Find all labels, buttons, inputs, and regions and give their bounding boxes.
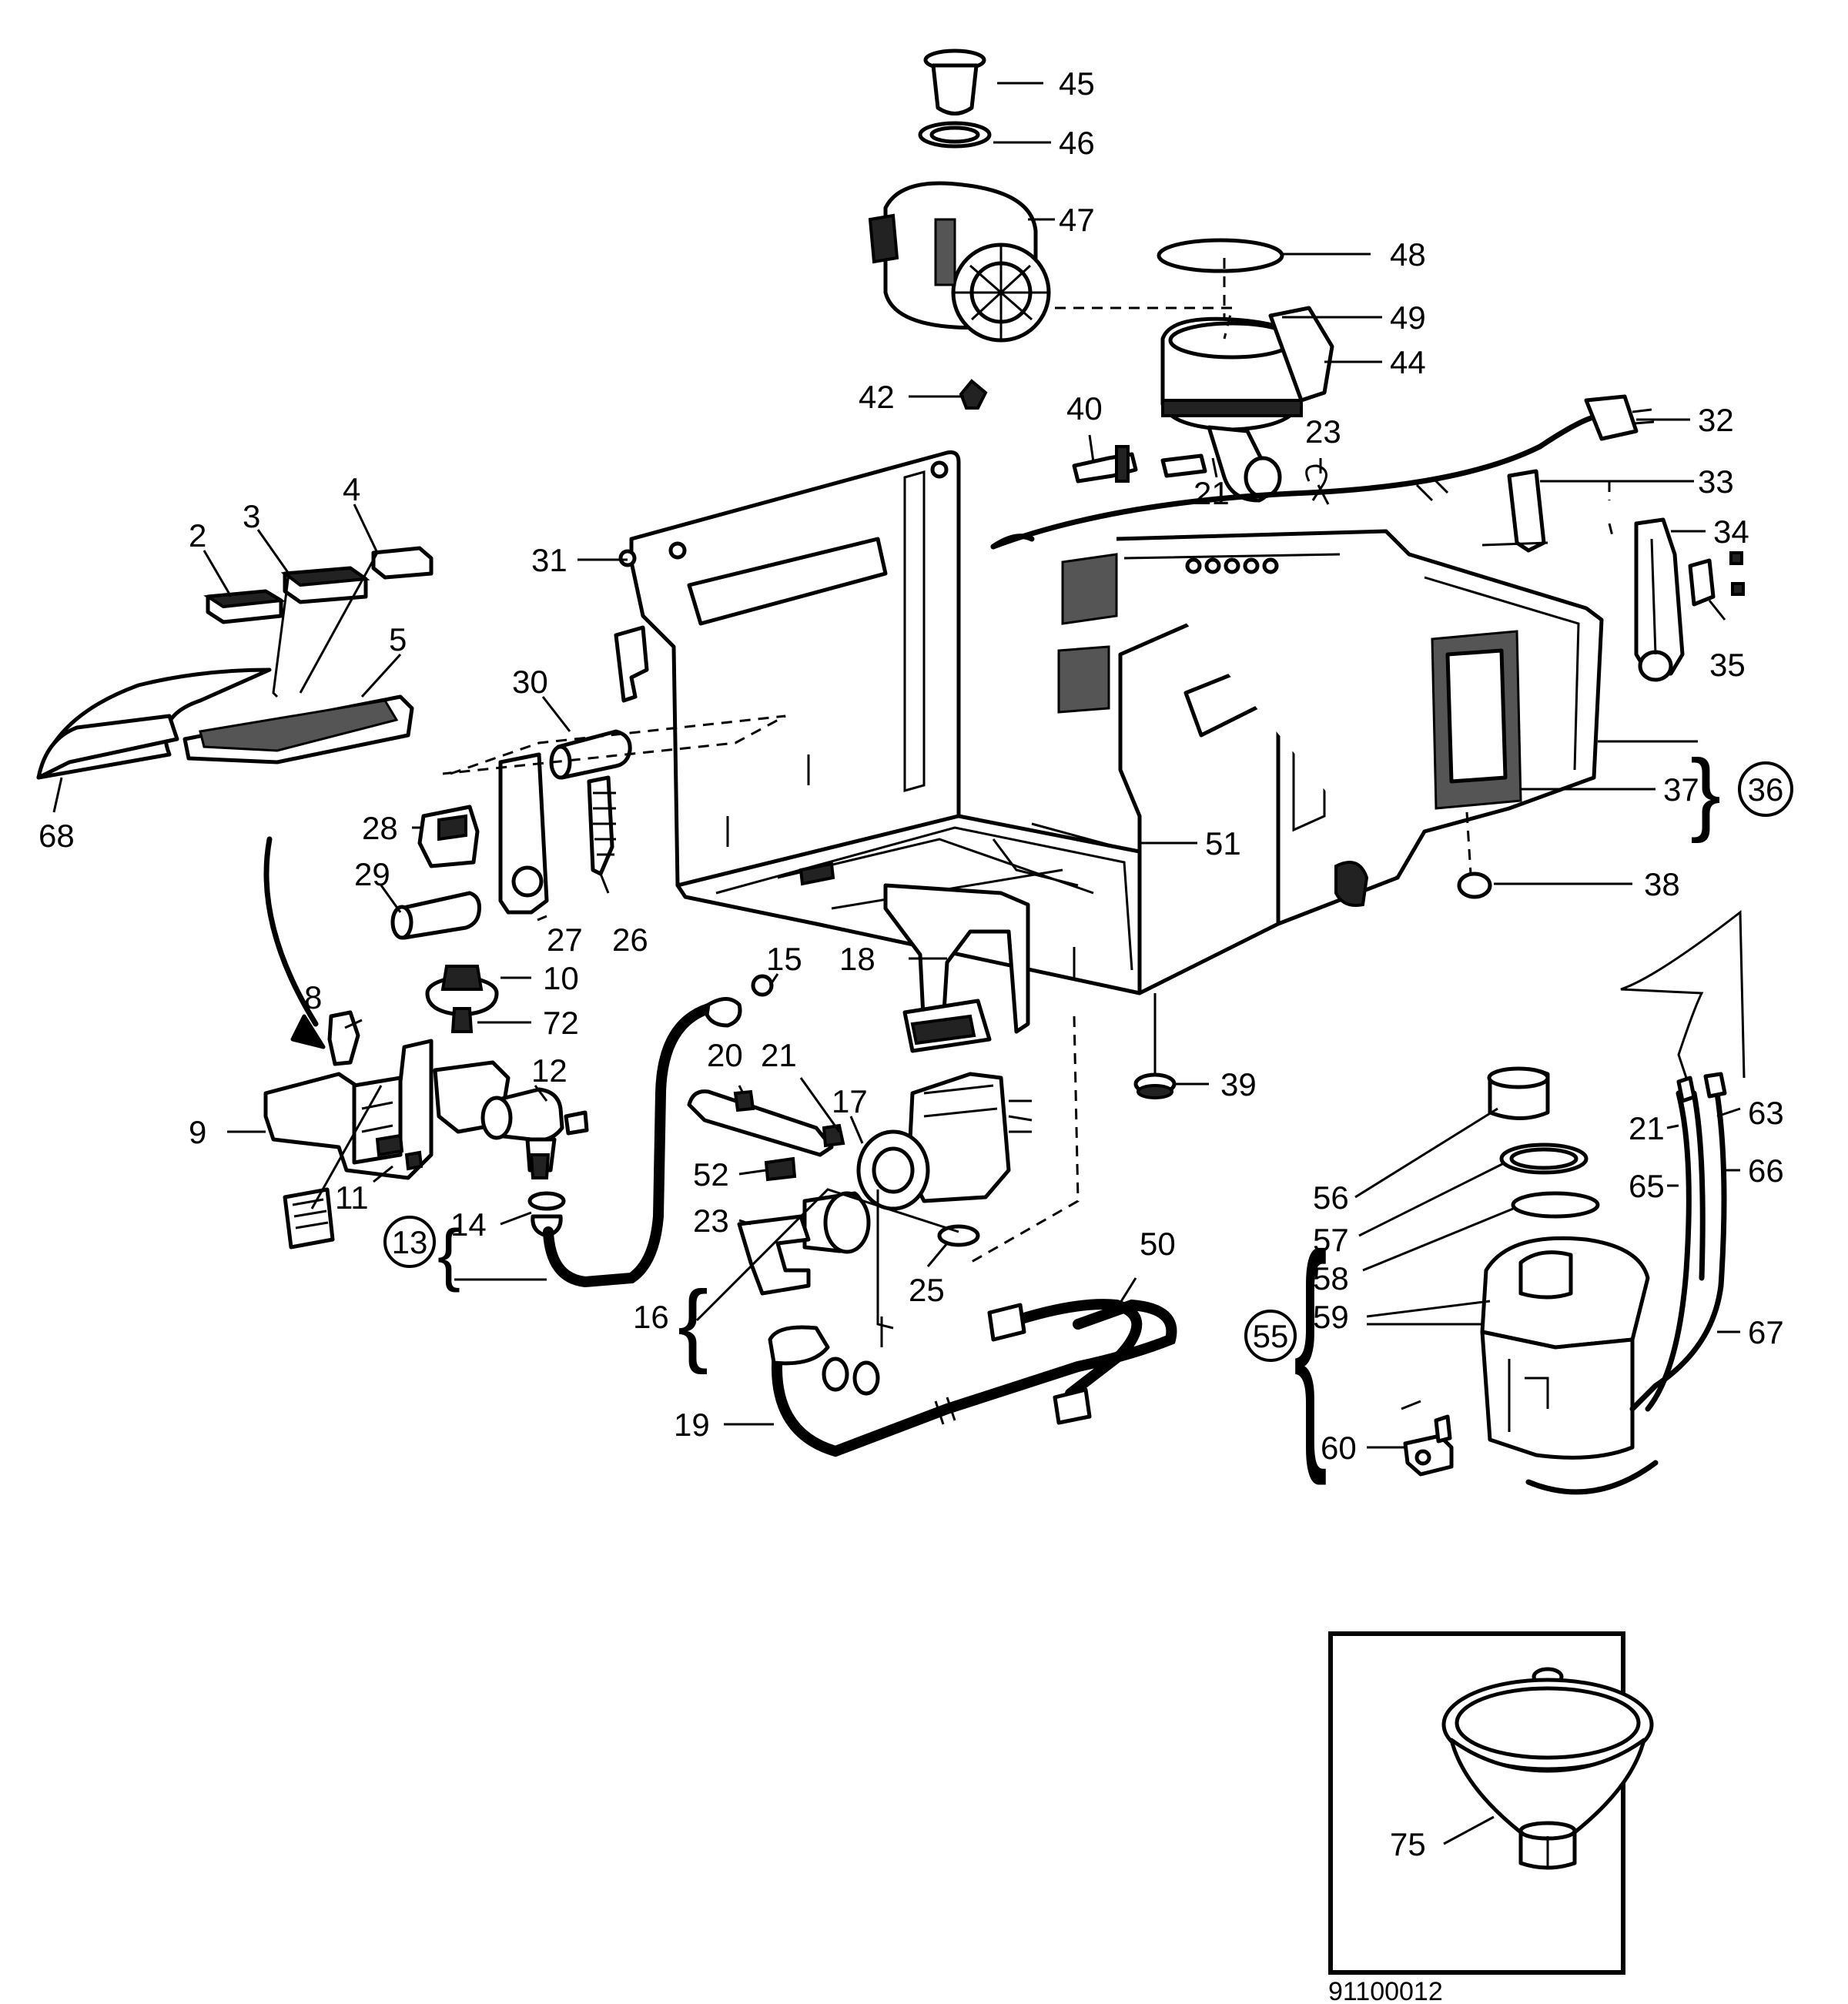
leader-lines	[52, 82, 1741, 1845]
label-3: 3	[243, 498, 260, 534]
label-31: 31	[531, 542, 567, 578]
label-48: 48	[1390, 236, 1426, 273]
label-34: 34	[1713, 514, 1749, 550]
label-39: 39	[1220, 1066, 1257, 1102]
power-cord	[990, 394, 1655, 550]
part-40-connector	[1072, 445, 1207, 483]
label-66: 66	[1748, 1153, 1784, 1189]
callout-labels: 45 46 47 48 49 44 42 40 23 21 32 33 34 3…	[38, 65, 1793, 2004]
label-55: 55	[1253, 1318, 1289, 1354]
label-58: 58	[1313, 1260, 1349, 1296]
label-16: 16	[633, 1299, 669, 1335]
part-37-panel	[1431, 630, 1522, 899]
sump-housing-assembly	[1157, 238, 1334, 503]
label-19: 19	[674, 1407, 710, 1443]
label-63: 63	[1748, 1095, 1784, 1131]
label-42: 42	[859, 379, 895, 415]
label-21-mid: 21	[761, 1037, 797, 1073]
part-34-hinge	[1634, 517, 1685, 682]
part-33-bracket	[1481, 469, 1548, 553]
label-33: 33	[1698, 463, 1734, 500]
label-12: 12	[531, 1052, 567, 1089]
label-2: 2	[189, 517, 206, 554]
label-36: 36	[1748, 771, 1784, 808]
label-65: 65	[1629, 1168, 1665, 1204]
funnel-accessory-box	[1328, 1631, 1654, 1975]
electrical-components	[390, 714, 786, 940]
label-47: 47	[1059, 202, 1095, 238]
label-75: 75	[1390, 1826, 1426, 1862]
label-60: 60	[1321, 1430, 1357, 1466]
chassis-frame	[614, 450, 1604, 995]
label-46: 46	[1059, 125, 1095, 161]
brace-36: {	[1690, 741, 1721, 844]
label-27: 27	[547, 922, 583, 958]
label-23-mid: 23	[693, 1203, 729, 1239]
label-57: 57	[1313, 1222, 1349, 1258]
part-39-leveling-foot	[1133, 993, 1177, 1099]
label-59: 59	[1313, 1299, 1349, 1335]
label-67: 67	[1748, 1314, 1784, 1350]
diagram-code: 91100012	[1328, 1977, 1443, 2004]
label-18: 18	[839, 941, 875, 977]
label-28: 28	[362, 810, 398, 846]
brace-55: {	[1294, 1203, 1327, 1487]
drain-hose	[768, 1299, 1177, 1457]
label-44: 44	[1390, 344, 1426, 380]
part-18-bracket	[883, 883, 1030, 1053]
label-30: 30	[512, 664, 548, 700]
label-68: 68	[38, 818, 75, 854]
label-13: 13	[392, 1224, 428, 1260]
label-10: 10	[543, 960, 579, 996]
wash-pump-motor-assembly	[868, 49, 1051, 410]
label-20: 20	[707, 1037, 743, 1073]
drain-pump-assembly	[687, 1015, 1080, 1296]
label-17: 17	[832, 1083, 868, 1119]
label-26: 26	[612, 922, 648, 958]
label-8: 8	[304, 979, 322, 1015]
water-softener-assembly	[1401, 909, 1746, 1495]
label-49: 49	[1390, 299, 1426, 336]
part-23-clip-top	[1305, 464, 1330, 505]
label-56: 56	[1313, 1179, 1349, 1216]
callout-36-circle: 36	[1738, 761, 1793, 817]
label-51: 51	[1205, 825, 1241, 861]
pressure-switch-and-bracket	[263, 836, 511, 1250]
label-45: 45	[1059, 65, 1095, 102]
label-38: 38	[1644, 866, 1680, 902]
label-21-right: 21	[1629, 1110, 1665, 1146]
inlet-valve-assembly	[480, 974, 774, 1288]
label-50: 50	[1140, 1226, 1176, 1262]
label-72: 72	[543, 1005, 579, 1041]
label-32: 32	[1698, 402, 1734, 438]
label-52: 52	[693, 1156, 729, 1193]
label-9: 9	[189, 1114, 206, 1150]
brace-13: {	[437, 1216, 460, 1293]
label-11: 11	[335, 1179, 369, 1216]
part-35-plate	[1688, 551, 1745, 607]
label-14: 14	[450, 1206, 487, 1243]
callout-55-circle: 55	[1244, 1310, 1297, 1362]
label-40: 40	[1066, 390, 1103, 427]
label-37: 37	[1663, 771, 1699, 808]
callout-13-circle: 13	[383, 1216, 436, 1268]
label-23-top: 23	[1305, 413, 1341, 450]
programmer-switch-modules	[36, 546, 434, 780]
label-4: 4	[343, 471, 360, 507]
label-35: 35	[1709, 647, 1746, 683]
label-21-top: 21	[1194, 475, 1230, 511]
label-5: 5	[389, 621, 407, 657]
brace-16: {	[678, 1272, 708, 1375]
label-25: 25	[909, 1272, 945, 1308]
label-15: 15	[766, 941, 802, 977]
label-29: 29	[354, 856, 390, 892]
